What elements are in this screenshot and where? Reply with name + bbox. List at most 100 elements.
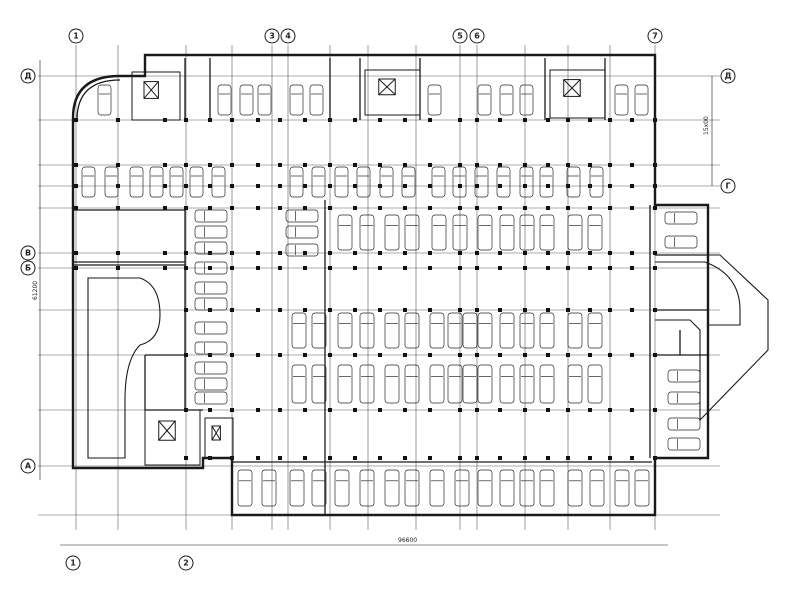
- column: [353, 118, 357, 122]
- column: [256, 206, 260, 210]
- column: [378, 456, 382, 460]
- parking-car: [337, 364, 353, 404]
- column: [378, 308, 382, 312]
- parking-car: [194, 377, 228, 391]
- axis-top-3: 3: [264, 28, 280, 44]
- parking-car: [359, 469, 375, 507]
- parking-car: [539, 166, 554, 198]
- column: [653, 251, 657, 255]
- column: [475, 184, 479, 188]
- column: [116, 163, 120, 167]
- column: [378, 266, 382, 270]
- axis-top-4: 4: [280, 28, 296, 44]
- column: [278, 118, 282, 122]
- parking-car: [257, 84, 272, 116]
- parking-car: [519, 166, 534, 198]
- parking-car: [567, 214, 583, 251]
- stair-core: [144, 409, 201, 466]
- column: [163, 184, 167, 188]
- column: [230, 408, 234, 412]
- column: [378, 251, 382, 255]
- column: [653, 408, 657, 412]
- column: [498, 266, 502, 270]
- parking-car: [194, 261, 228, 275]
- column: [566, 206, 570, 210]
- parking-car: [311, 312, 327, 349]
- column: [546, 163, 550, 167]
- parking-car: [634, 469, 650, 507]
- column: [630, 118, 634, 122]
- parking-car: [519, 312, 535, 349]
- column: [163, 251, 167, 255]
- column: [428, 408, 432, 412]
- column-grid: [74, 118, 657, 460]
- column: [523, 251, 527, 255]
- column: [353, 163, 357, 167]
- axis-bubbles: 1 3 4 5 6 7 1 2 Д В Б А Д Г: [20, 28, 736, 571]
- column: [328, 163, 332, 167]
- parking-car: [261, 469, 277, 507]
- axis-top-6: 6: [469, 28, 485, 44]
- column: [163, 163, 167, 167]
- column: [498, 308, 502, 312]
- column: [353, 251, 357, 255]
- column: [475, 408, 479, 412]
- column: [458, 118, 462, 122]
- column: [208, 251, 212, 255]
- column: [184, 266, 188, 270]
- column: [278, 408, 282, 412]
- column: [588, 251, 592, 255]
- column: [403, 456, 407, 460]
- column: [403, 251, 407, 255]
- parking-car: [614, 469, 630, 507]
- column: [428, 266, 432, 270]
- svg-text:5: 5: [457, 32, 463, 41]
- column: [630, 184, 634, 188]
- column: [403, 184, 407, 188]
- column: [378, 163, 382, 167]
- column: [428, 353, 432, 357]
- column: [475, 456, 479, 460]
- parking-car: [337, 214, 353, 251]
- column: [458, 408, 462, 412]
- parking-car: [454, 469, 470, 507]
- column: [230, 184, 234, 188]
- parking-car: [477, 214, 493, 251]
- column: [588, 118, 592, 122]
- parking-car: [359, 364, 375, 404]
- parking-car: [194, 297, 228, 311]
- stair-core: [549, 69, 606, 119]
- parking-car: [539, 312, 555, 349]
- svg-text:3: 3: [269, 32, 275, 41]
- column: [546, 266, 550, 270]
- column: [523, 308, 527, 312]
- parking-car: [289, 166, 304, 198]
- column: [328, 266, 332, 270]
- column: [566, 353, 570, 357]
- column: [278, 353, 282, 357]
- column: [546, 206, 550, 210]
- parking-car: [567, 469, 583, 507]
- column: [378, 408, 382, 412]
- column: [74, 163, 78, 167]
- parking-car: [311, 364, 327, 404]
- parking-car: [667, 437, 701, 451]
- axis-top-7: 7: [647, 28, 663, 44]
- parking-car: [499, 84, 514, 116]
- parking-car: [149, 166, 164, 198]
- parking-car: [452, 214, 468, 251]
- overall-height-dimension: 61200: [32, 281, 39, 300]
- column: [608, 206, 612, 210]
- svg-text:2: 2: [183, 559, 189, 568]
- column: [74, 206, 78, 210]
- parking-car: [384, 214, 400, 251]
- stair-core: [364, 69, 421, 116]
- column: [458, 266, 462, 270]
- parking-car: [499, 364, 515, 404]
- column: [630, 408, 634, 412]
- parking-car: [404, 364, 420, 404]
- svg-text:А: А: [25, 462, 32, 471]
- column: [475, 118, 479, 122]
- lift-cross: [378, 78, 396, 96]
- parking-car: [384, 469, 400, 507]
